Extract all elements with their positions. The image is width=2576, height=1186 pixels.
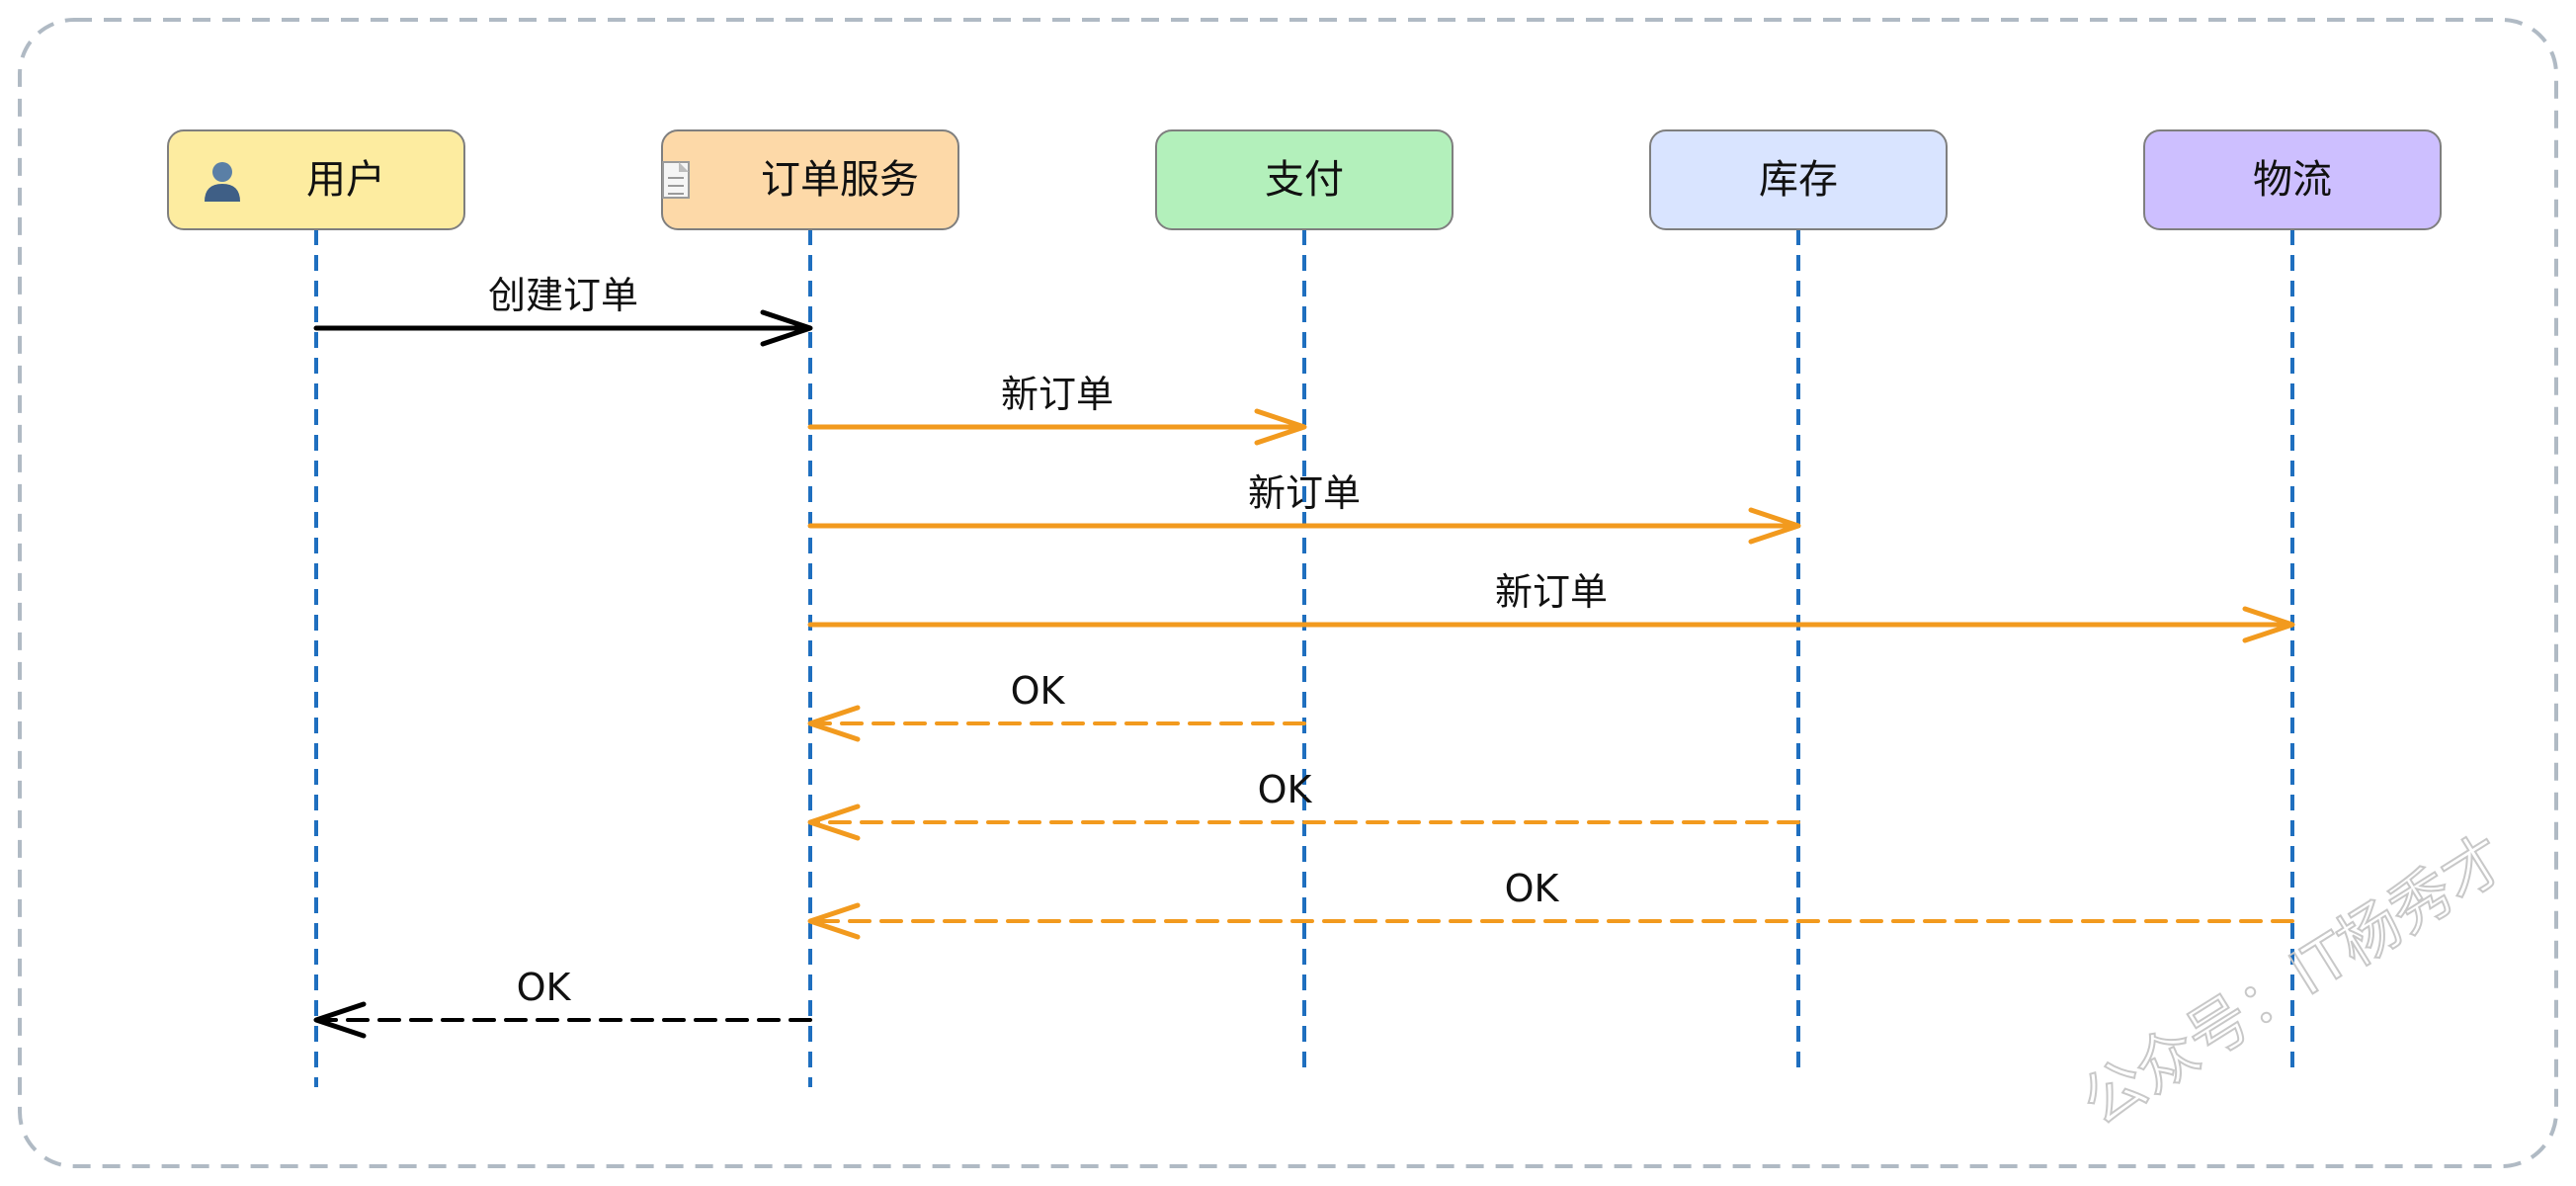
message-label: 新订单 [1248, 471, 1361, 515]
message-5: OK [807, 669, 1306, 742]
arrow-head-icon [807, 902, 861, 940]
message-label: 创建订单 [488, 274, 638, 317]
message-6: OK [807, 768, 1800, 841]
message-label: OK [517, 966, 572, 1009]
arrow-head-icon [313, 1001, 367, 1039]
message-2: 新订单 [807, 373, 1307, 446]
message-7: OK [807, 867, 2294, 940]
message-label: 新订单 [1001, 373, 1114, 416]
lifelines [314, 229, 2294, 1087]
actor-order[interactable]: 订单服务 [661, 129, 959, 230]
message-8: OK [313, 966, 812, 1039]
message-label: OK [1011, 669, 1066, 713]
arrow-head-icon [760, 309, 813, 347]
message-3: 新订单 [807, 471, 1801, 545]
actor-box-inventory [1649, 129, 1948, 230]
arrow-head-icon [1748, 507, 1801, 545]
actor-label-payment: 支付 [1265, 157, 1344, 203]
watermark-text: 公众号：IT杨秀才 [2069, 821, 2518, 1140]
actor-label-user: 用户 [306, 157, 385, 203]
message-1: 创建订单 [313, 274, 813, 347]
actor-label-order: 订单服务 [761, 157, 919, 203]
message-label: OK [1505, 867, 1560, 910]
actor-box-user [167, 129, 465, 230]
arrow-head-icon [807, 705, 861, 742]
message-label: 新订单 [1495, 570, 1608, 614]
arrow-head-icon [807, 804, 861, 841]
actor-inventory[interactable]: 库存 [1649, 129, 1948, 230]
actor-payment[interactable]: 支付 [1155, 129, 1454, 230]
actor-logistics[interactable]: 物流 [2143, 129, 2442, 230]
arrow-head-icon [2242, 606, 2295, 643]
arrow-head-icon [1254, 408, 1307, 446]
diagram-frame [18, 18, 2558, 1168]
message-label: OK [1258, 768, 1313, 811]
actors: 用户 订单服务 支付 库存 物流 [167, 129, 2442, 230]
actor-user[interactable]: 用户 [167, 129, 465, 230]
message-4: 新订单 [807, 570, 2295, 643]
document-icon [662, 161, 690, 199]
actor-box-payment [1155, 129, 1454, 230]
actor-label-inventory: 库存 [1759, 157, 1838, 203]
actor-box-logistics [2143, 129, 2442, 230]
actor-label-logistics: 物流 [2253, 157, 2332, 203]
user-icon [205, 162, 240, 202]
